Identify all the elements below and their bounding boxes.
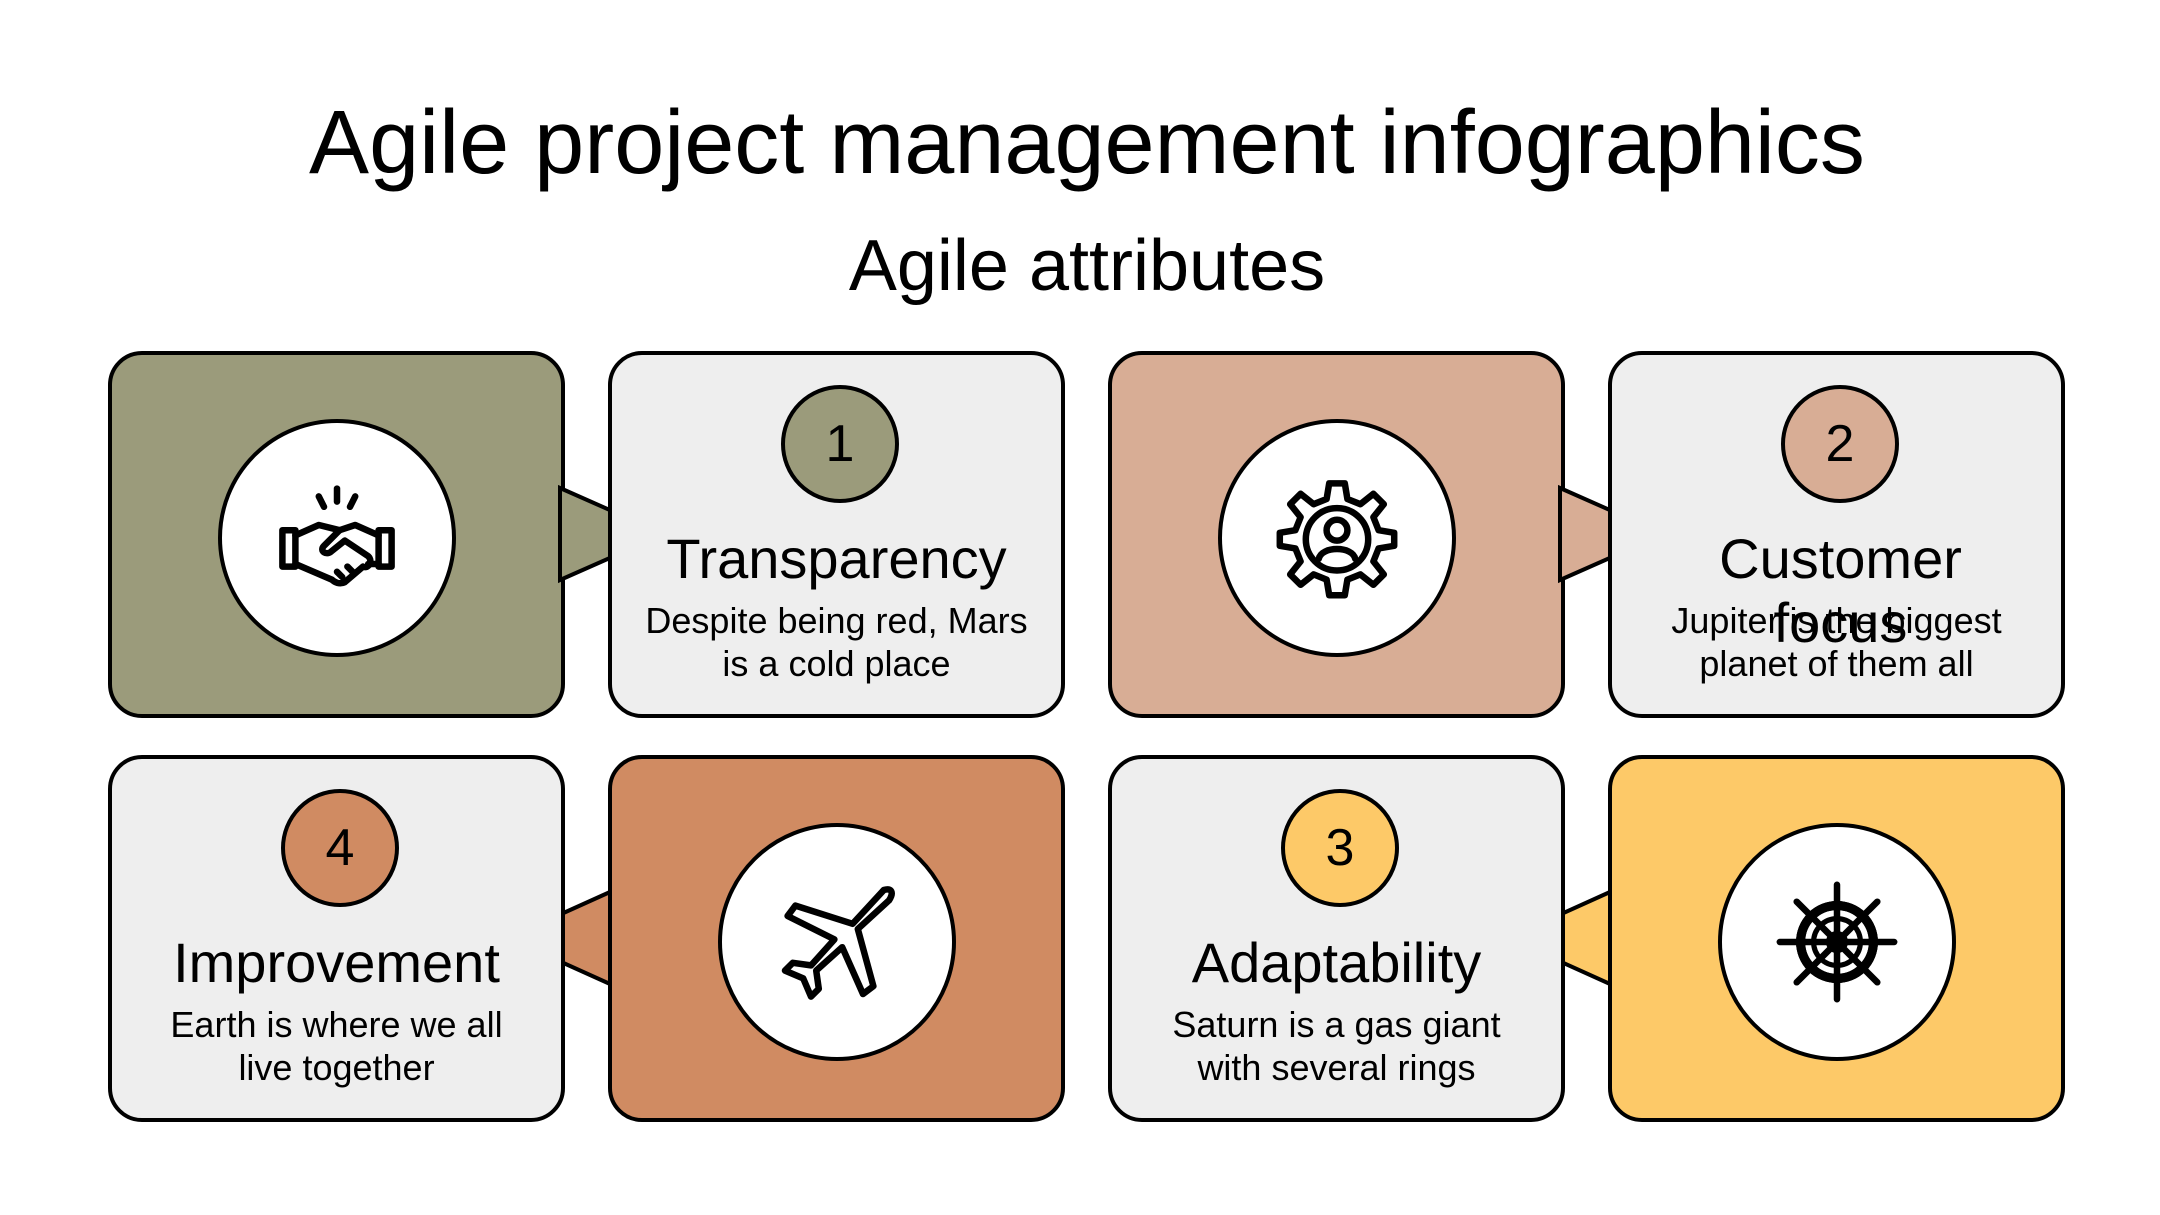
handshake-icon <box>279 485 395 587</box>
card-title: Improvement <box>173 931 500 994</box>
page-title: Agile project management infographics <box>309 93 1865 193</box>
card-improvement: 4 Improvement Earth is where we all live… <box>108 755 565 1122</box>
card-description: Despite being red, Mars is a cold place <box>645 600 1028 684</box>
icon-circle <box>218 419 456 657</box>
card-description: Jupiter is the biggest planet of them al… <box>1671 600 2002 684</box>
ship-wheel-icon <box>1776 881 1898 1003</box>
card-adaptability: 3 Adaptability Saturn is a gas giant wit… <box>1108 755 1565 1122</box>
icon-panel-adaptability <box>1608 755 2065 1122</box>
number-badge: 4 <box>281 789 399 907</box>
icon-circle <box>718 823 956 1061</box>
icon-circle <box>1218 419 1456 657</box>
airplane-icon <box>781 886 895 1000</box>
card-customer-focus: 2 Customer focus Jupiter is the biggest … <box>1608 351 2065 718</box>
icon-panel-transparency <box>108 351 565 718</box>
card-title: Customer focus <box>1719 527 1962 654</box>
card-title: Transparency <box>666 527 1007 590</box>
icon-circle <box>1718 823 1956 1061</box>
number-badge: 1 <box>781 385 899 503</box>
card-description: Saturn is a gas giant with several rings <box>1172 1004 1501 1088</box>
card-description: Earth is where we all live together <box>170 1004 503 1088</box>
number-badge: 2 <box>1781 385 1899 503</box>
page-subtitle: Agile attributes <box>848 226 1326 306</box>
number-badge: 3 <box>1281 789 1399 907</box>
card-transparency: 1 Transparency Despite being red, Mars i… <box>608 351 1065 718</box>
gear-user-icon <box>1276 480 1398 599</box>
icon-panel-improvement <box>608 755 1065 1122</box>
card-title: Adaptability <box>1191 931 1482 994</box>
icon-panel-customer-focus <box>1108 351 1565 718</box>
